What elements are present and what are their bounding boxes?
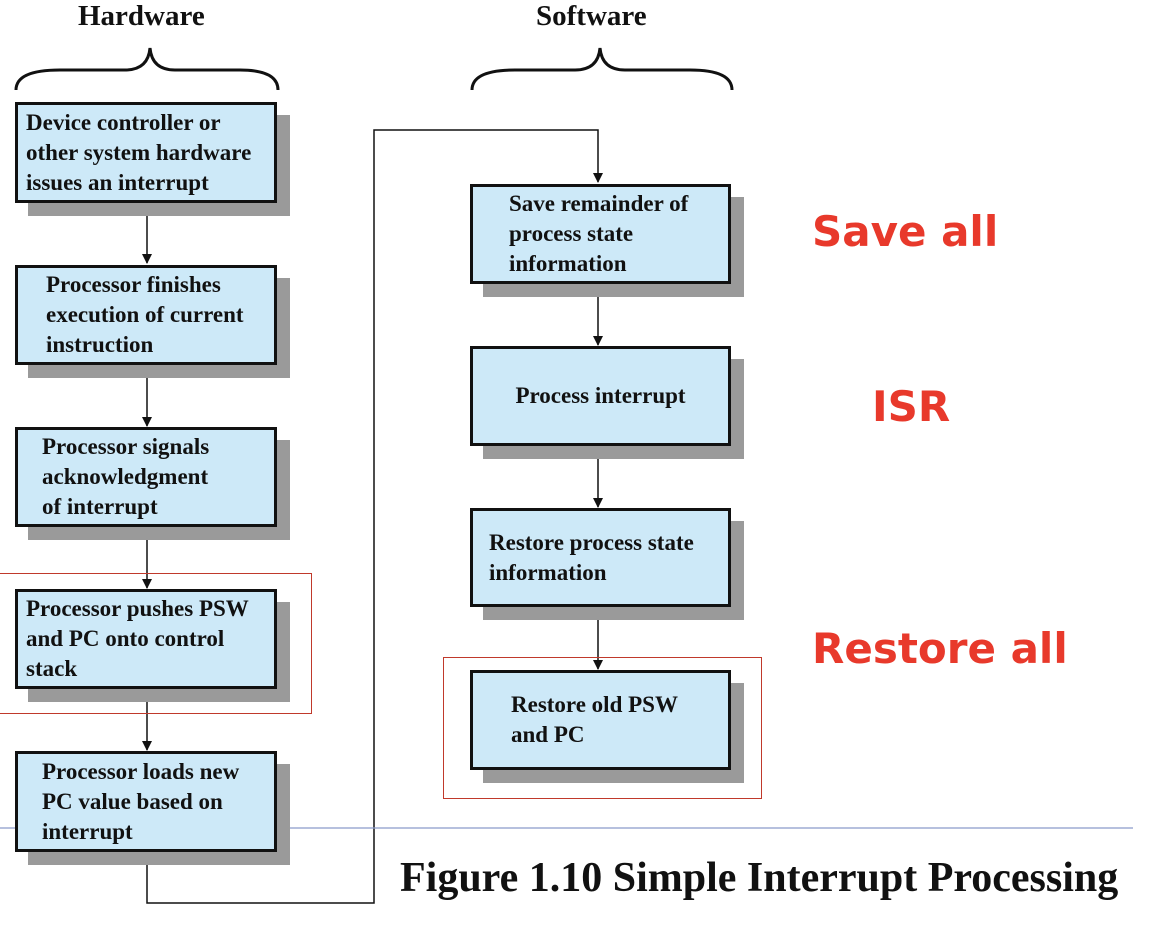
hardware-brace [14,47,280,91]
hw-step-signal-ack: Processor signals acknowledgment of inte… [15,427,277,527]
highlight-frame-restore-psw [443,657,762,799]
sw-step-2-text: Process interrupt [515,383,686,408]
sw-step-restore-psw: Restore old PSW and PC [470,670,731,770]
hw-step-3-text: Processor signals acknowledgment of inte… [42,434,210,519]
hw-step-issue-interrupt: Device controller or other system hardwa… [15,102,277,203]
hw-step-finish-instruction: Processor finishes execution of current … [15,265,277,365]
sw-step-restore-state: Restore process state information [470,508,731,607]
annotation-restore-all: Restore all [812,624,1068,673]
highlight-frame-push-psw [0,573,312,714]
sw-step-1-text: Save remainder of process state informat… [509,191,689,276]
software-column-title: Software [536,0,647,32]
hw-step-4-text: Processor pushes PSW and PC onto control… [26,596,249,681]
sw-step-3-text: Restore process state information [489,529,694,585]
annotation-save-all: Save all [812,207,999,256]
software-brace [470,47,734,91]
sw-step-process-interrupt: Process interrupt [470,346,731,446]
hw-step-push-psw: Processor pushes PSW and PC onto control… [15,589,277,689]
hw-step-2-text: Processor finishes execution of current … [46,272,244,357]
arrow-hw-to-sw [146,129,603,904]
hw-step-1-text: Device controller or other system hardwa… [26,109,252,195]
sw-step-4-text: Restore old PSW and PC [511,692,678,747]
hw-step-5-text: Processor loads new PC value based on in… [42,758,240,844]
hardware-column-title: Hardware [78,0,205,32]
annotation-isr: ISR [872,382,951,431]
hw-step-load-pc: Processor loads new PC value based on in… [15,751,277,852]
sw-step-save-state: Save remainder of process state informat… [470,184,731,284]
figure-caption: Figure 1.10 Simple Interrupt Processing [400,855,1119,901]
